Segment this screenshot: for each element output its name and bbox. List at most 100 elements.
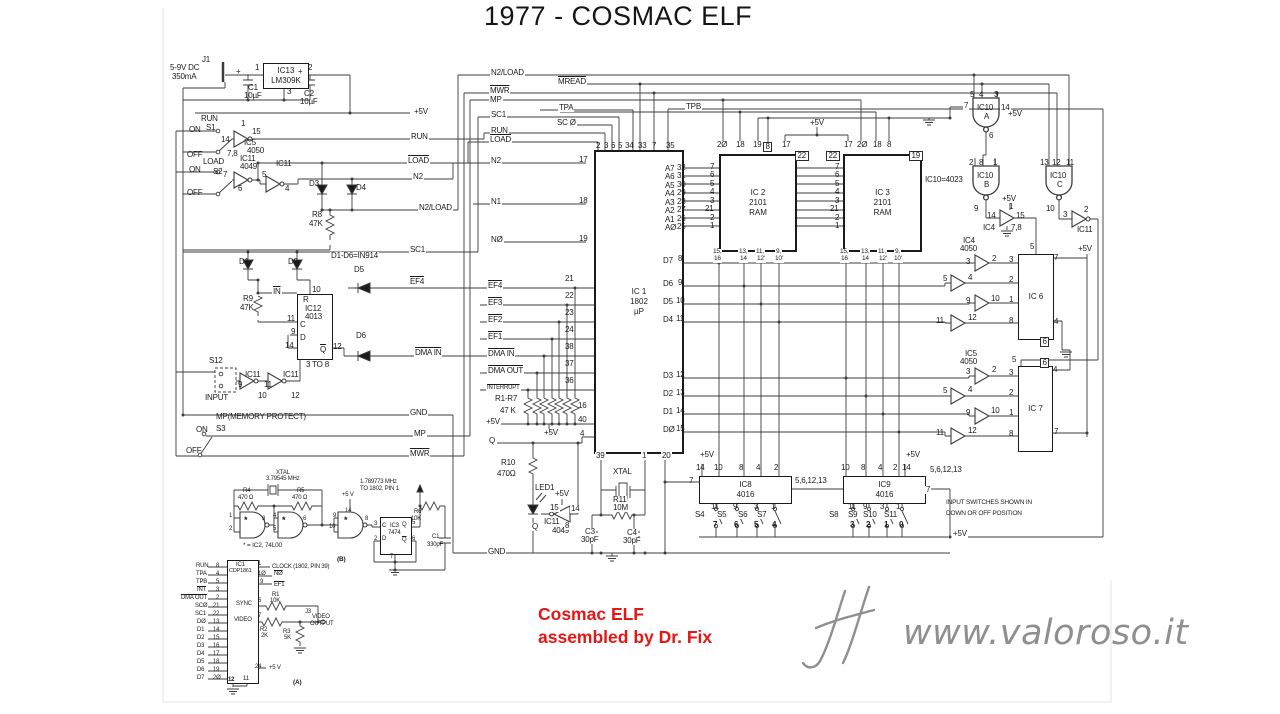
label-ic11: IC11 <box>245 370 261 379</box>
label-r4: R4 <box>243 488 251 494</box>
ic3-2101-ram: IC 3 2101 RAM <box>843 154 922 252</box>
label-c1: C1 <box>248 83 258 92</box>
label-33: 33 <box>638 141 647 150</box>
label-12: 12 <box>676 370 685 379</box>
label-11: 11 <box>936 316 944 325</box>
label-34: 34 <box>625 141 634 150</box>
label-2: 2 <box>374 536 378 542</box>
label-ef4: EF4 <box>409 277 426 287</box>
label-int: INT <box>197 587 207 593</box>
label-31: 31 <box>677 171 686 180</box>
label-5: 5 <box>943 274 948 283</box>
label-d1-d6-in914: D1-D6=IN914 <box>330 251 379 261</box>
label-n2: N2 <box>412 172 424 182</box>
label-4013: 4013 <box>305 312 322 321</box>
label-j3: J3 <box>305 609 311 615</box>
label-13: 13, <box>738 248 749 256</box>
label-11: 11 <box>936 428 944 437</box>
label-a2: A2 <box>665 206 675 215</box>
label-26: 26 <box>677 214 686 223</box>
label-10-f: 10µF <box>300 97 318 106</box>
label-8: 8 <box>564 521 571 531</box>
label-10: 10 <box>1046 204 1055 213</box>
label-3: 3 <box>710 196 715 205</box>
label-ic2-74l00: * = IC2, 74L00 <box>243 542 282 549</box>
label-a6: A6 <box>665 172 675 181</box>
label-cdp1861: CDP1861 <box>229 568 252 574</box>
label-load: LOAD <box>407 156 430 166</box>
label-3: 3 <box>1009 368 1014 377</box>
ic9-4016: IC9 4016 <box>843 476 926 504</box>
label-s5: S5 <box>716 510 728 520</box>
ic6: IC 6 <box>1018 254 1054 340</box>
label-xtal: XTAL <box>612 467 633 477</box>
label-sc: SCØ <box>195 603 208 609</box>
label-470: 470 Ω <box>292 495 308 501</box>
label-19: 19 <box>909 151 923 162</box>
label-14: 14 <box>570 504 581 514</box>
label-5: 5 <box>1012 355 1017 364</box>
label-4: 4 <box>216 571 220 577</box>
label-37: 37 <box>565 359 574 368</box>
label-19: 19 <box>579 234 588 243</box>
label-10: 10' <box>893 255 903 263</box>
label-ef2: EF2 <box>487 315 504 325</box>
label-5: 5 <box>262 170 267 179</box>
label-47-k: 47 K <box>499 406 517 416</box>
valoroso-logo-icon <box>801 585 876 669</box>
label-r11: R11 <box>612 495 628 505</box>
ic7: IC 7 <box>1018 366 1053 452</box>
label-4: 4 <box>968 273 973 282</box>
label-14: 14 <box>1000 103 1011 113</box>
diode-symbols <box>242 184 547 516</box>
label-15: 15 <box>1016 211 1025 220</box>
label-9: 9, <box>775 248 783 256</box>
label-r1: R1 <box>272 592 280 598</box>
label-23: 23 <box>565 308 574 317</box>
label-15: 15 <box>676 424 685 433</box>
label-19: 19 <box>752 140 763 150</box>
label-d7: D7 <box>197 675 205 681</box>
label-a5: A5 <box>665 181 675 190</box>
label-14: 14 <box>345 508 352 514</box>
label-ef3: EF3 <box>487 298 504 308</box>
label-9: 9 <box>966 296 971 305</box>
label-10: 10 <box>841 463 850 472</box>
label-sc: SC Ø <box>556 118 577 128</box>
label-13: 13 <box>213 619 220 625</box>
label-14: 14 <box>221 135 230 144</box>
label-d1: D1 <box>663 407 673 416</box>
label-10k: 10K <box>411 516 422 522</box>
label-c: C <box>300 320 306 329</box>
switch-symbols <box>197 128 909 625</box>
label-7474: 7474 <box>388 530 401 536</box>
label-3: 3 <box>604 141 609 150</box>
label-d2: D2 <box>663 389 673 398</box>
label-2: 2 <box>969 158 974 167</box>
label-mwr: MWR <box>409 449 431 459</box>
label-12: 12 <box>333 342 342 351</box>
label-27: 27 <box>677 205 686 214</box>
label-8: 8 <box>1009 316 1014 325</box>
label-6: 6 <box>835 170 840 179</box>
label-3-to-8: 3 TO 8 <box>306 360 329 369</box>
label-11: 11 <box>676 314 684 323</box>
label-17: 17 <box>213 651 220 657</box>
label-5: 5 <box>754 520 759 529</box>
label-2: 2 <box>308 63 313 72</box>
label-q: Q <box>402 522 407 528</box>
label-3: 3 <box>880 502 885 511</box>
label-4: 4 <box>710 187 715 196</box>
label-30pf: 30pF <box>580 535 600 545</box>
label-9: 9 <box>966 408 971 417</box>
label-sync: SYNC <box>236 601 252 607</box>
label-12: 12 <box>1052 158 1061 167</box>
label-0: 0 <box>899 520 904 529</box>
label-5v: +5V <box>905 450 921 460</box>
label-dma-in: DMA IN <box>414 348 443 358</box>
label-q: Q <box>320 345 327 354</box>
label-32: 32 <box>677 163 686 172</box>
label-1-789773-mhz: 1.789773 MHz <box>360 479 397 485</box>
label-d2: D2 <box>288 257 298 266</box>
label-10: 10 <box>714 463 723 472</box>
